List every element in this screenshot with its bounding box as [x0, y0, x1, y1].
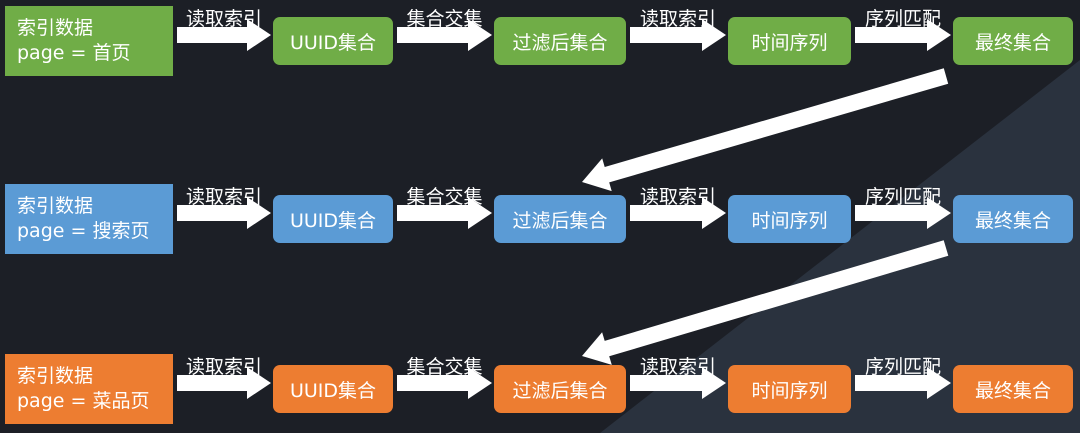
row-2-source-node: 索引数据 page = 菜品页	[5, 354, 173, 424]
row-1-edge-label-sequence-match: 序列匹配	[864, 186, 942, 208]
row-0-edge-label-read-index: 读取索引	[185, 8, 263, 30]
row-1-edge-arrow-1	[397, 197, 492, 229]
row-0-source-line1: 索引数据	[17, 17, 94, 39]
row-2-edge-label-intersection: 集合交集	[406, 356, 483, 378]
row-2-edge-label-read-index: 读取索引	[185, 356, 263, 378]
row-1-edge-label-read-index-2: 读取索引	[639, 186, 717, 208]
row-1-source-node: 索引数据 page = 搜索页	[5, 184, 173, 254]
row-0-edge-label-intersection: 集合交集	[406, 8, 483, 30]
connector-arrow-row-0-to-row-1	[582, 68, 949, 192]
row-0-filtered-set-node: 过滤后集合	[494, 17, 626, 65]
row-0-uuid-set-node: UUID集合	[273, 17, 393, 65]
row-0-final-set-node: 最终集合	[953, 17, 1073, 65]
row-2-final-set-node: 最终集合	[953, 365, 1073, 413]
row-0-edge-arrow-2	[630, 19, 726, 51]
row-2-edge-arrow-0	[177, 367, 271, 399]
row-2-edge-arrow-2	[630, 367, 726, 399]
row-2-edge-arrow-1	[397, 367, 492, 399]
row-1-edge-arrow-0	[177, 197, 271, 229]
row-0-edge-label-read-index-2: 读取索引	[639, 8, 717, 30]
row-1-filtered-set-node: 过滤后集合	[494, 195, 626, 243]
row-2-time-series-node: 时间序列	[728, 365, 851, 413]
row-1-edge-arrow-2	[630, 197, 726, 229]
row-0-source-node: 索引数据 page = 首页	[5, 6, 173, 76]
row-1-edge-label-read-index: 读取索引	[185, 186, 263, 208]
row-1-final-set-node: 最终集合	[953, 195, 1073, 243]
row-0-edge-arrow-3	[855, 19, 951, 51]
row-0-edge-arrow-0	[177, 19, 271, 51]
row-0-source-line2: page = 首页	[17, 42, 131, 64]
background-slope	[600, 60, 1080, 433]
row-0-time-series-node: 时间序列	[728, 17, 851, 65]
connector-arrow-row-1-to-row-2	[582, 240, 949, 365]
row-1-time-series-node: 时间序列	[728, 195, 851, 243]
row-1-source-line1: 索引数据	[17, 195, 94, 217]
row-0-edge-label-sequence-match: 序列匹配	[864, 8, 942, 30]
row-2-edge-label-read-index-2: 读取索引	[639, 356, 717, 378]
row-1-uuid-set-node: UUID集合	[273, 195, 393, 243]
row-2-edge-arrow-3	[855, 367, 951, 399]
row-2-source-line1: 索引数据	[17, 365, 94, 387]
row-2-filtered-set-node: 过滤后集合	[494, 365, 626, 413]
row-2-uuid-set-node: UUID集合	[273, 365, 393, 413]
row-2-source-line2: page = 菜品页	[17, 390, 150, 412]
row-0-edge-arrow-1	[397, 19, 492, 51]
row-1-edge-label-intersection: 集合交集	[406, 186, 483, 208]
row-1-edge-arrow-3	[855, 197, 951, 229]
row-2-edge-label-sequence-match: 序列匹配	[864, 356, 942, 378]
row-1-source-line2: page = 搜索页	[17, 220, 150, 242]
